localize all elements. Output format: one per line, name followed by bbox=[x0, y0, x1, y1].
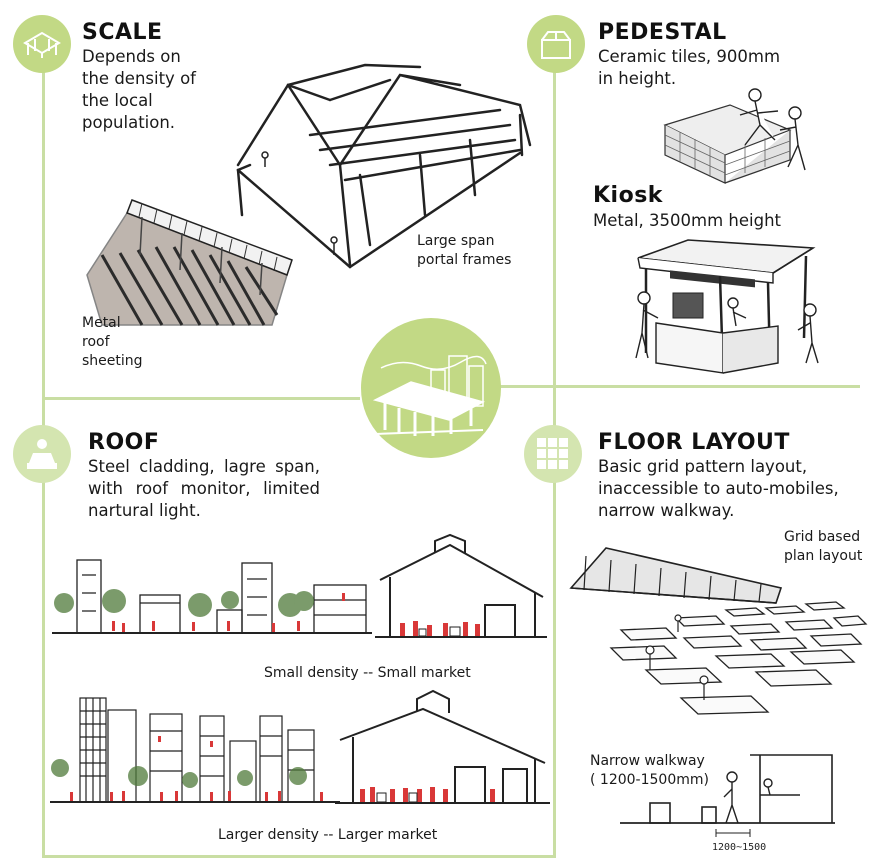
portal-label-line1: Large span bbox=[417, 233, 495, 249]
metal-label-line2: roof bbox=[82, 334, 110, 350]
pedestal-sketch bbox=[663, 88, 806, 184]
roof-text: Steel cladding, lagre span, with roof mo… bbox=[88, 457, 320, 520]
walkway-dimension-label: 1200~1500 bbox=[712, 842, 767, 853]
walkway-label-line2: ( 1200-1500mm) bbox=[590, 772, 709, 788]
grid-label-line1: Grid based bbox=[784, 529, 861, 545]
scale-text: Depends on the density of the local popu… bbox=[82, 47, 196, 132]
divider-bottom bbox=[42, 855, 556, 858]
portal-frame-sketch bbox=[236, 63, 532, 269]
walkway-label-line1: Narrow walkway bbox=[590, 753, 705, 769]
floor-layout-icon-circle bbox=[524, 425, 582, 483]
scale-icon-circle bbox=[13, 15, 71, 73]
walkway-section-sketch bbox=[620, 754, 835, 837]
large-streetscape-sketch bbox=[50, 697, 340, 803]
kiosk-title: Kiosk bbox=[593, 183, 663, 208]
vendor-stall-icon bbox=[27, 439, 57, 469]
kiosk-sketch bbox=[635, 239, 819, 374]
metal-label-line1: Metal bbox=[82, 315, 121, 331]
pedestal-box-icon bbox=[541, 31, 571, 59]
floor-layout-title: FLOOR LAYOUT bbox=[598, 430, 790, 455]
divider-horizontal-top bbox=[42, 397, 360, 400]
market-building-icon bbox=[372, 355, 487, 436]
roof-icon-circle bbox=[13, 425, 71, 483]
metal-roof-sheeting-sketch bbox=[86, 199, 293, 326]
large-market-section-sketch bbox=[335, 689, 550, 804]
pedestal-text: Ceramic tiles, 900mm in height. bbox=[598, 47, 781, 88]
grid-layout-sketch bbox=[569, 547, 868, 715]
grid-label-line2: plan layout bbox=[784, 548, 863, 564]
kiosk-text: Metal, 3500mm height bbox=[593, 211, 782, 230]
metal-label-line3: sheeting bbox=[82, 353, 143, 369]
large-market-caption: Larger density -- Larger market bbox=[218, 827, 438, 843]
floor-layout-text: Basic grid pattern layout, inaccessible … bbox=[598, 457, 839, 520]
small-market-section-sketch bbox=[375, 533, 547, 638]
divider-horizontal-top-right bbox=[500, 385, 860, 388]
center-market-circle bbox=[361, 318, 501, 458]
roof-frame-icon bbox=[23, 31, 61, 58]
roof-title: ROOF bbox=[88, 430, 160, 455]
small-market-caption: Small density -- Small market bbox=[264, 665, 471, 681]
pedestal-icon-circle bbox=[527, 15, 585, 73]
scale-title: SCALE bbox=[82, 20, 163, 45]
pedestal-title: PEDESTAL bbox=[598, 20, 727, 45]
small-streetscape-sketch bbox=[52, 559, 372, 634]
grid-icon bbox=[537, 438, 568, 469]
portal-label-line2: portal frames bbox=[417, 252, 512, 268]
